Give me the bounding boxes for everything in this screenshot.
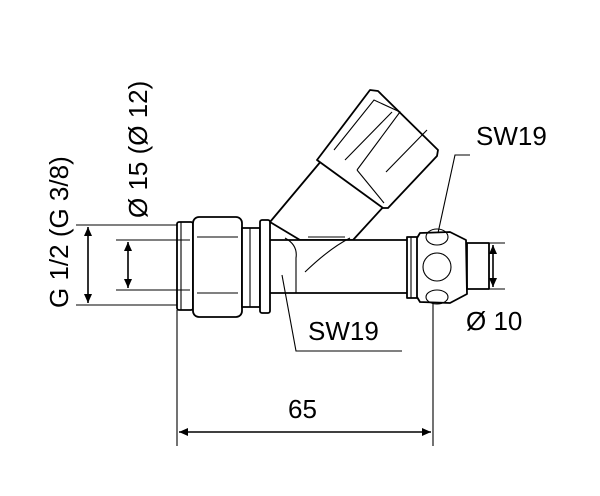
leader-body-wrench: [281, 274, 402, 352]
dimension-overall-length: [176, 302, 434, 446]
dimension-inlet-thread: [76, 224, 177, 306]
inlet-thread-label: G 1/2 (G 3/8): [44, 156, 74, 308]
valve-body: [267, 89, 439, 294]
overall-length-label: 65: [288, 394, 317, 424]
outlet-nut-size-label: SW19: [476, 121, 547, 151]
inlet-diameter-label: Ø 15 (Ø 12): [123, 81, 153, 218]
inlet-connection: [176, 216, 271, 318]
body-wrench-size-label: SW19: [308, 316, 379, 346]
outlet-diameter-label: Ø 10: [466, 306, 522, 336]
outlet-connection: [406, 228, 490, 305]
leader-outlet-nut: [437, 154, 470, 234]
dimension-outlet-diameter: [470, 242, 505, 290]
dimension-inlet-diameter: [116, 239, 190, 291]
valve-cap: [316, 89, 439, 209]
